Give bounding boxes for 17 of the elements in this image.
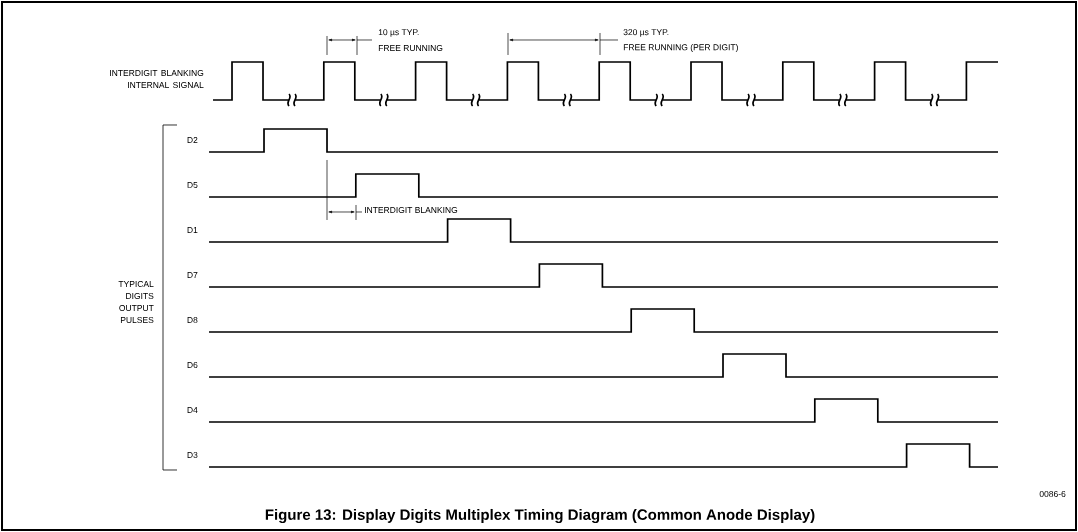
signal-name: D2 (187, 137, 198, 143)
dimension-label: FREE RUNNING (378, 45, 443, 51)
group-label: TYPICAL DIGITS OUTPUT PULSES (118, 281, 154, 323)
signal-name: D3 (187, 452, 198, 458)
signal-name: D7 (187, 272, 198, 278)
dimension-label: FREE RUNNING (PER DIGIT) (623, 44, 738, 52)
signal-name: D8 (187, 317, 198, 323)
dimension-label: 320 µs TYP. (623, 29, 669, 37)
signal-name: D4 (187, 407, 198, 413)
signal-name: D6 (187, 362, 198, 368)
figure-caption: Figure 13: Display Digits Multiplex Timing Diagram (Common Anode Display) (265, 508, 815, 523)
signal-name: INTERDIGIT BLANKING INTERNAL SIGNAL (110, 70, 204, 88)
figure-number: 0086-6 (1039, 491, 1066, 497)
dimension-label: 10 µs TYP. (378, 29, 419, 37)
signal-name: D1 (187, 227, 198, 233)
dimension-label: INTERDIGIT BLANKING (365, 207, 458, 213)
signal-name: D5 (187, 182, 198, 188)
